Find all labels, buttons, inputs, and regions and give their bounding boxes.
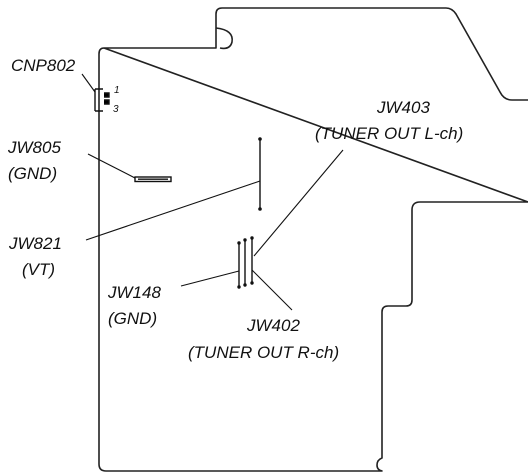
board-outline [98,7,528,472]
jw402-label: JW402 [246,316,300,335]
jw403-leader [253,149,344,257]
jw821-leader [85,180,261,241]
jw805-leader [87,153,136,179]
cnp802-pin-1-label: 1 [114,85,120,96]
jw-tuner-jumpers [237,236,254,289]
jw821-jumper [258,137,262,211]
board-notch [215,27,233,50]
jw403-label: JW403 [376,98,430,117]
jw402-leader [251,269,293,311]
jw148-sub-label: (GND) [108,309,157,328]
jw821-label: JW821 [8,234,62,253]
jw403-sub-label: (TUNER OUT L-ch) [315,124,463,143]
jw805-label: JW805 [7,138,61,157]
jw148-label: JW148 [107,283,161,302]
cnp802-pin-3-label: 3 [113,104,119,115]
jw148-leader [180,270,240,287]
jw805-sub-label: (GND) [8,164,57,183]
jw805-jumper [134,176,172,183]
cnp802-label: CNP802 [11,56,76,75]
jw821-sub-label: (VT) [22,260,55,279]
cnp802-leader [81,73,96,93]
cnp802-connector [94,88,110,112]
jw402-sub-label: (TUNER OUT R-ch) [188,343,339,362]
